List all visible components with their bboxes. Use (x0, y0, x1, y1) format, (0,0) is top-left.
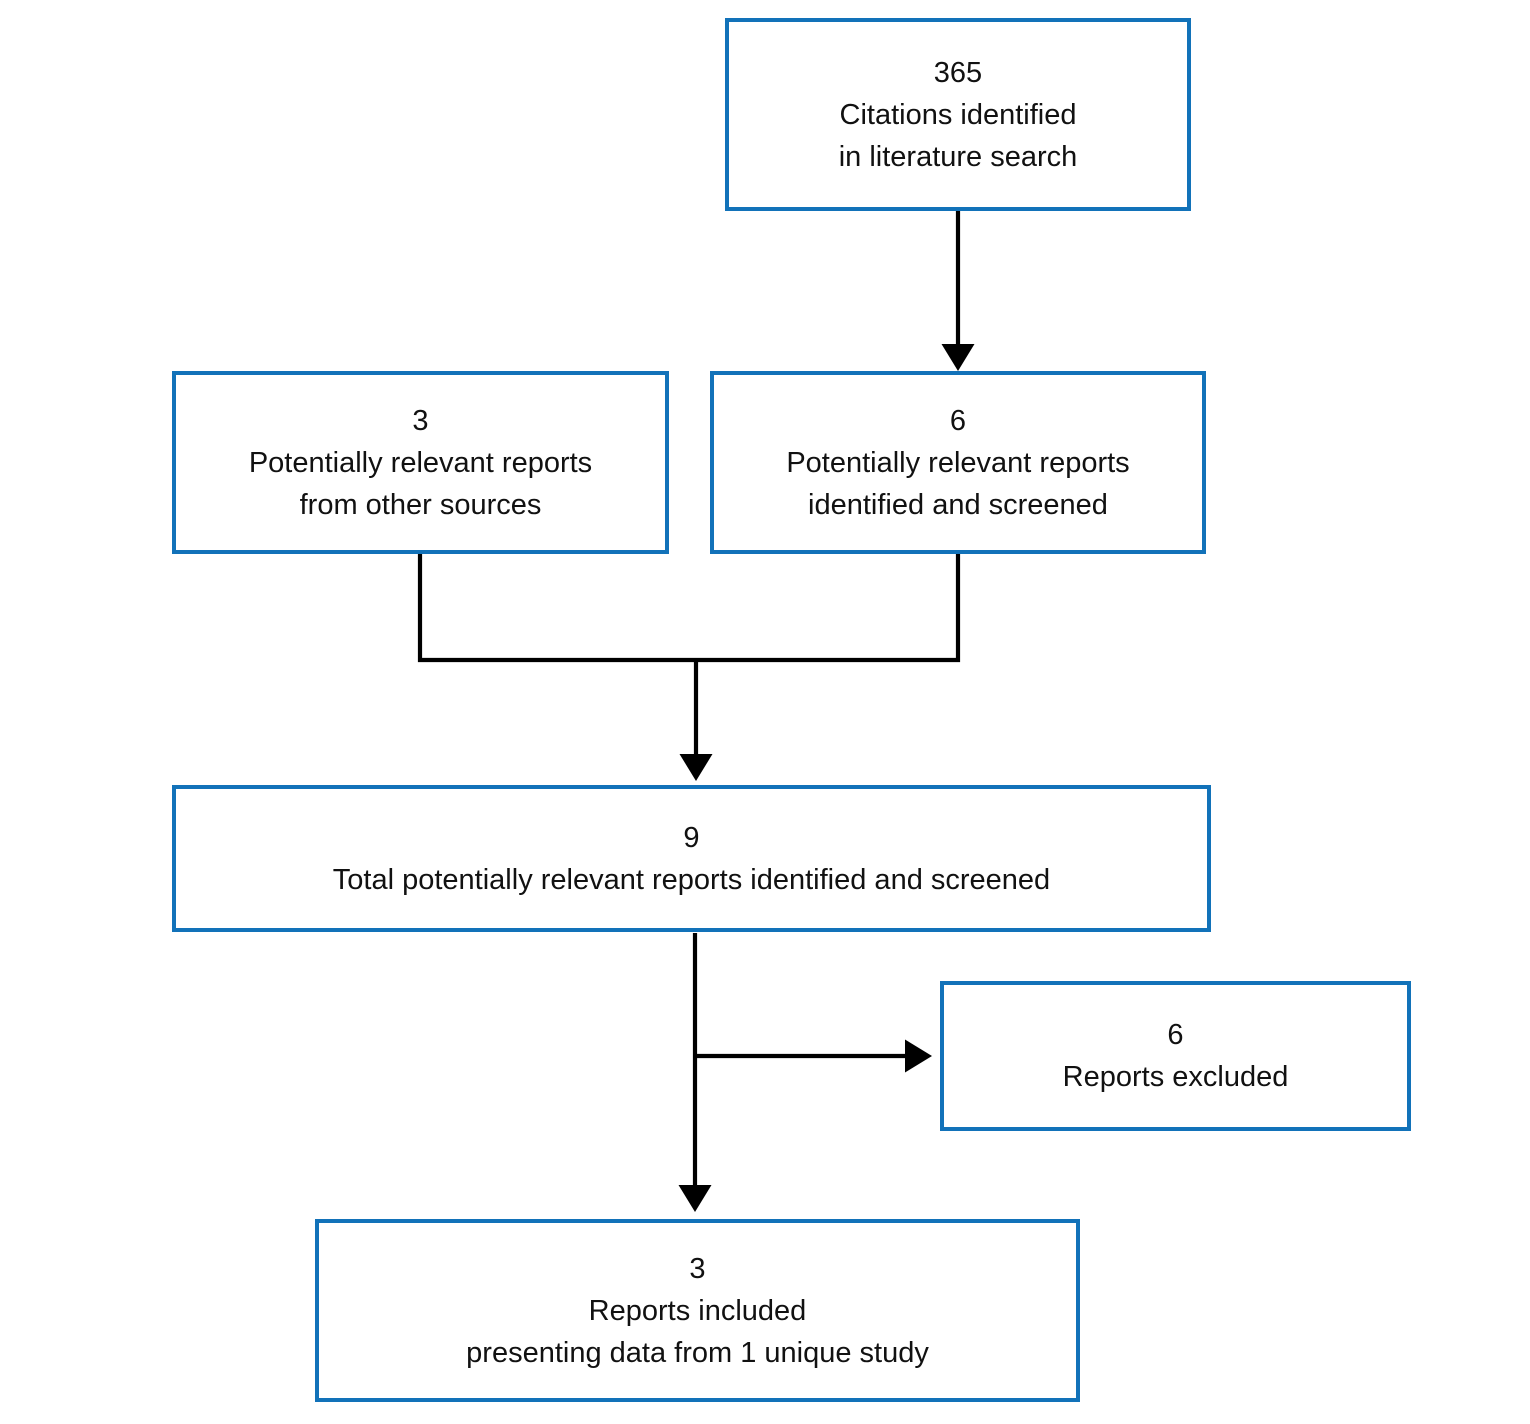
node-reports-excluded: 6 Reports excluded (940, 981, 1411, 1131)
node-label-line: presenting data from 1 unique study (466, 1336, 929, 1369)
node-value: 3 (412, 404, 429, 437)
node-value: 6 (1167, 1019, 1184, 1051)
node-label-line: Reports included (588, 1294, 807, 1327)
node-citations-identified: 365 Citations identified in literature s… (725, 18, 1191, 211)
node-reports-identified-screened: 6 Potentially relevant reports identifie… (710, 371, 1206, 554)
arrowhead-down-included (678, 1185, 712, 1212)
node-value: 365 (933, 56, 983, 89)
node-reports-included: 3 Reports included presenting data from … (315, 1219, 1080, 1402)
node-label-line: Citations identified (839, 98, 1077, 131)
node-label-line: in literature search (838, 140, 1078, 173)
node-label-line: Reports excluded (1062, 1061, 1289, 1093)
node-value: 9 (683, 821, 700, 854)
arrowhead-down-citations (941, 344, 975, 371)
node-label-line: Total potentially relevant reports ident… (332, 863, 1051, 896)
node-total-reports-screened: 9 Total potentially relevant reports ide… (172, 785, 1211, 932)
node-value: 3 (689, 1252, 706, 1285)
node-reports-other-sources: 3 Potentially relevant reports from othe… (172, 371, 669, 554)
node-label-line: Potentially relevant reports (248, 446, 593, 479)
node-label-line: identified and screened (808, 488, 1108, 521)
node-label-line: Potentially relevant reports (786, 446, 1130, 479)
node-label-line: from other sources (299, 488, 542, 521)
arrowhead-right-excluded (905, 1039, 932, 1073)
arrowhead-down-total (679, 754, 713, 781)
merge-connector-line (417, 554, 961, 663)
node-value: 6 (949, 404, 967, 437)
